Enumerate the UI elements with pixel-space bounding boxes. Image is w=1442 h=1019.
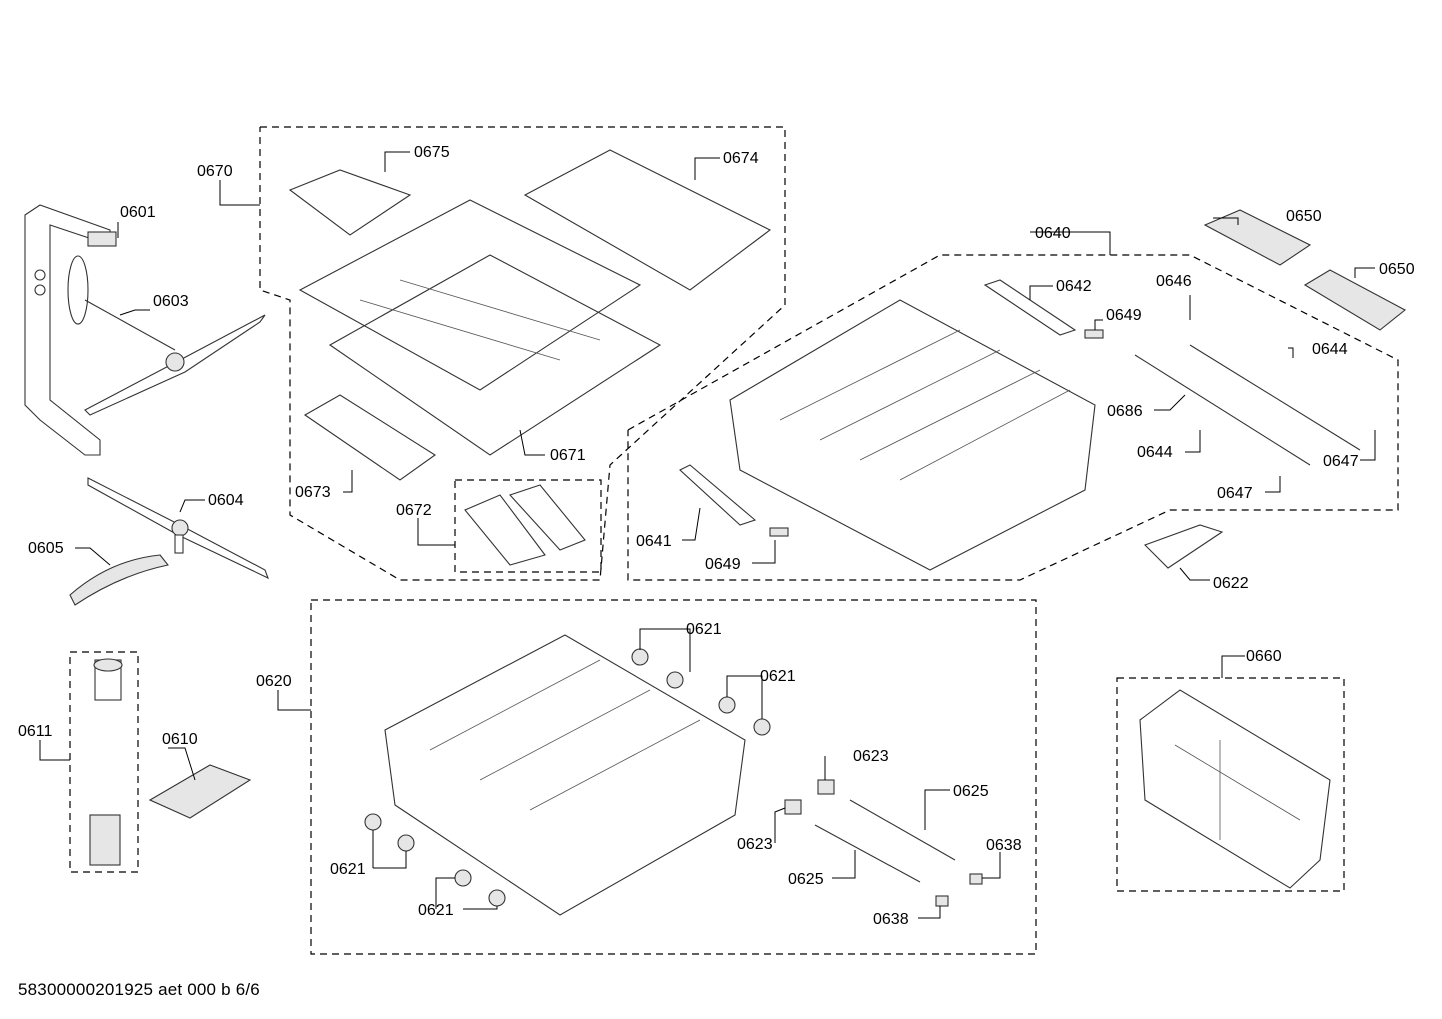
label-0610: 0610 xyxy=(162,731,198,748)
document-reference: 58300000201925 aet 000 b 6/6 xyxy=(18,980,260,999)
label-0601: 0601 xyxy=(120,204,156,221)
lower-spray-arm-illustration xyxy=(87,477,269,580)
supply-pipe-illustration xyxy=(24,204,117,456)
leader-lines xyxy=(39,151,1376,919)
rack-rail-0642-illustration xyxy=(983,279,1077,336)
label-0623-bottom: 0623 xyxy=(737,836,773,853)
label-0638-bottom: 0638 xyxy=(873,911,909,928)
end-cap-0649a-illustration xyxy=(1084,329,1104,339)
label-0642: 0642 xyxy=(1056,278,1092,295)
filter-illustration xyxy=(89,658,123,866)
upper-spray-arm-illustration xyxy=(67,255,266,416)
upper-basket-illustration xyxy=(729,299,1096,571)
label-0644-second: 0644 xyxy=(1137,444,1173,461)
rack-insert-0650b-illustration xyxy=(1303,269,1406,331)
group-box-0640 xyxy=(627,254,1399,581)
label-0675: 0675 xyxy=(414,144,450,161)
label-0620: 0620 xyxy=(256,673,292,690)
label-0604: 0604 xyxy=(208,492,244,509)
tine-row-0646-illustration xyxy=(1189,344,1361,451)
insert-0672-illustration xyxy=(464,494,546,566)
label-0623-top: 0623 xyxy=(853,748,889,765)
label-0670: 0670 xyxy=(197,163,233,180)
label-0660: 0660 xyxy=(1246,648,1282,665)
label-0646: 0646 xyxy=(1156,273,1192,290)
insert-0675-illustration xyxy=(288,169,412,236)
label-0621-left: 0621 xyxy=(330,861,366,878)
label-0649-upper: 0649 xyxy=(1106,307,1142,324)
group-box-0660 xyxy=(1116,677,1345,892)
rack-insert-0674-illustration xyxy=(523,149,772,291)
label-0674: 0674 xyxy=(723,150,759,167)
insert-0673-illustration xyxy=(303,394,436,481)
tine-row-0686-illustration xyxy=(1134,354,1311,466)
label-0603: 0603 xyxy=(153,293,189,310)
tine-rack-0625b-illustration xyxy=(814,824,921,883)
label-0673: 0673 xyxy=(295,484,331,501)
group-box-0620 xyxy=(310,599,1037,955)
label-0621-bottom: 0621 xyxy=(418,902,454,919)
label-0647-second: 0647 xyxy=(1217,485,1253,502)
label-0625-top: 0625 xyxy=(953,783,989,800)
handle-0622-illustration xyxy=(1144,524,1224,569)
clips-illustration xyxy=(784,779,983,907)
end-cap-0649b-illustration xyxy=(769,527,789,537)
label-0672: 0672 xyxy=(396,502,432,519)
label-0650-first: 0650 xyxy=(1286,208,1322,225)
label-0649-lower: 0649 xyxy=(705,556,741,573)
rack-insert-0650a-illustration xyxy=(1203,209,1312,266)
microfilter-illustration xyxy=(148,764,252,819)
label-0611: 0611 xyxy=(18,723,53,740)
label-0625-bottom: 0625 xyxy=(788,871,824,888)
label-0621-right: 0621 xyxy=(760,668,796,685)
label-0605: 0605 xyxy=(28,540,64,557)
label-0640: 0640 xyxy=(1035,225,1071,242)
third-rack-illustration xyxy=(298,199,662,456)
group-box-0672 xyxy=(454,479,602,573)
label-0647-first: 0647 xyxy=(1323,453,1359,470)
label-0644-first: 0644 xyxy=(1312,341,1348,358)
label-0686: 0686 xyxy=(1107,403,1143,420)
filter-cover-illustration xyxy=(69,554,169,606)
lower-basket-illustration xyxy=(384,634,746,916)
rack-rail-0641-illustration xyxy=(679,464,757,526)
cutlery-basket-illustration xyxy=(1139,689,1331,889)
label-0650-second: 0650 xyxy=(1379,261,1415,278)
label-0671: 0671 xyxy=(550,447,586,464)
label-0641: 0641 xyxy=(636,533,672,550)
label-0621-top: 0621 xyxy=(686,621,722,638)
tine-rack-0625a-illustration xyxy=(849,799,956,861)
insert-0672b-illustration xyxy=(509,484,586,551)
label-0622: 0622 xyxy=(1213,575,1249,592)
label-0638-top: 0638 xyxy=(986,837,1022,854)
group-box-0670 xyxy=(259,126,786,581)
